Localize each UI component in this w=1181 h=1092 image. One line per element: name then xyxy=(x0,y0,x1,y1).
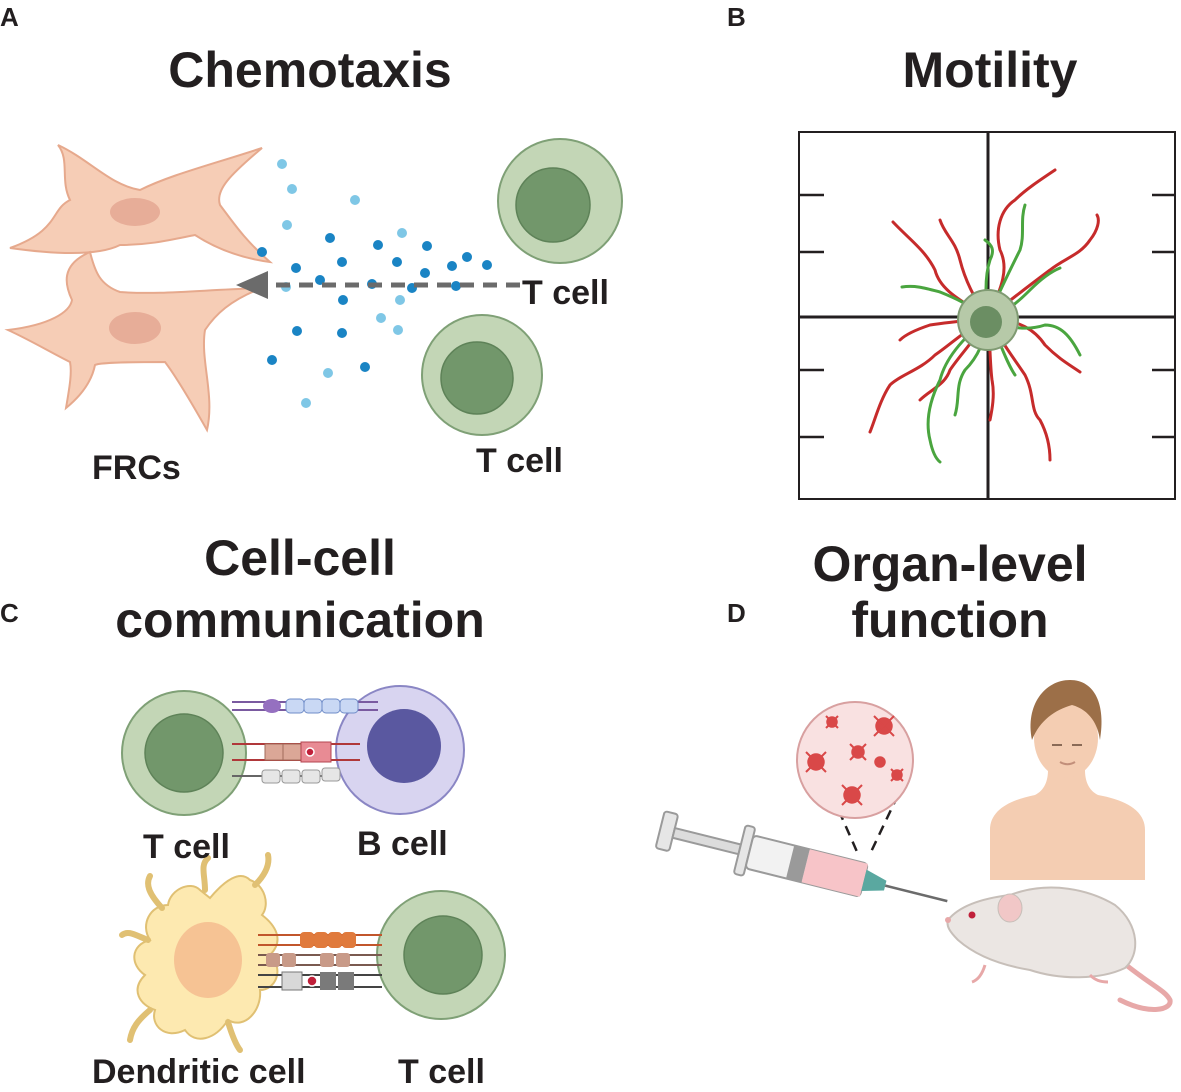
motility-title: Motility xyxy=(902,42,1078,98)
panel-letter-c: C xyxy=(0,598,19,628)
frc-cell-upper xyxy=(9,144,274,264)
b-cell xyxy=(335,685,465,815)
organ-level-title-line1: Organ-level xyxy=(812,536,1088,592)
panel-letter-b: B xyxy=(727,2,746,32)
chemokine-gradient xyxy=(257,159,492,408)
t-cell-label-upper: T cell xyxy=(522,274,609,312)
t-cell-label-synapse-2: T cell xyxy=(398,1053,485,1091)
t-cell-upper xyxy=(497,138,623,264)
t-cell-motility xyxy=(957,289,1019,351)
organ-level-title-line2: function xyxy=(851,592,1049,648)
frc-cell-lower xyxy=(4,250,263,433)
mouse xyxy=(945,886,1173,1012)
receptor-pairs-tb xyxy=(232,698,378,784)
panel-letter-d: D xyxy=(727,598,746,628)
chemotaxis-title: Chemotaxis xyxy=(168,42,452,98)
t-cell-synapse-2 xyxy=(376,890,506,1020)
cell-communication-title-line1: Cell-cell xyxy=(204,530,396,586)
cell-communication-title-line2: communication xyxy=(115,592,485,648)
t-cell-lower xyxy=(421,314,543,436)
t-cell-label-lower: T cell xyxy=(476,442,563,480)
t-cell-label-synapse-1: T cell xyxy=(143,828,230,866)
dendritic-cell xyxy=(119,852,279,1053)
migration-arrow xyxy=(236,271,520,299)
b-cell-label: B cell xyxy=(357,825,448,863)
frcs-label: FRCs xyxy=(92,449,181,487)
receptor-pairs-dt xyxy=(258,932,382,991)
t-cell-synapse-1 xyxy=(121,690,247,816)
dendritic-cell-label: Dendritic cell xyxy=(92,1053,306,1091)
virus-magnified-view xyxy=(796,701,914,855)
syringe xyxy=(655,810,948,903)
human-figure xyxy=(990,680,1145,880)
panel-letter-a: A xyxy=(0,2,19,32)
